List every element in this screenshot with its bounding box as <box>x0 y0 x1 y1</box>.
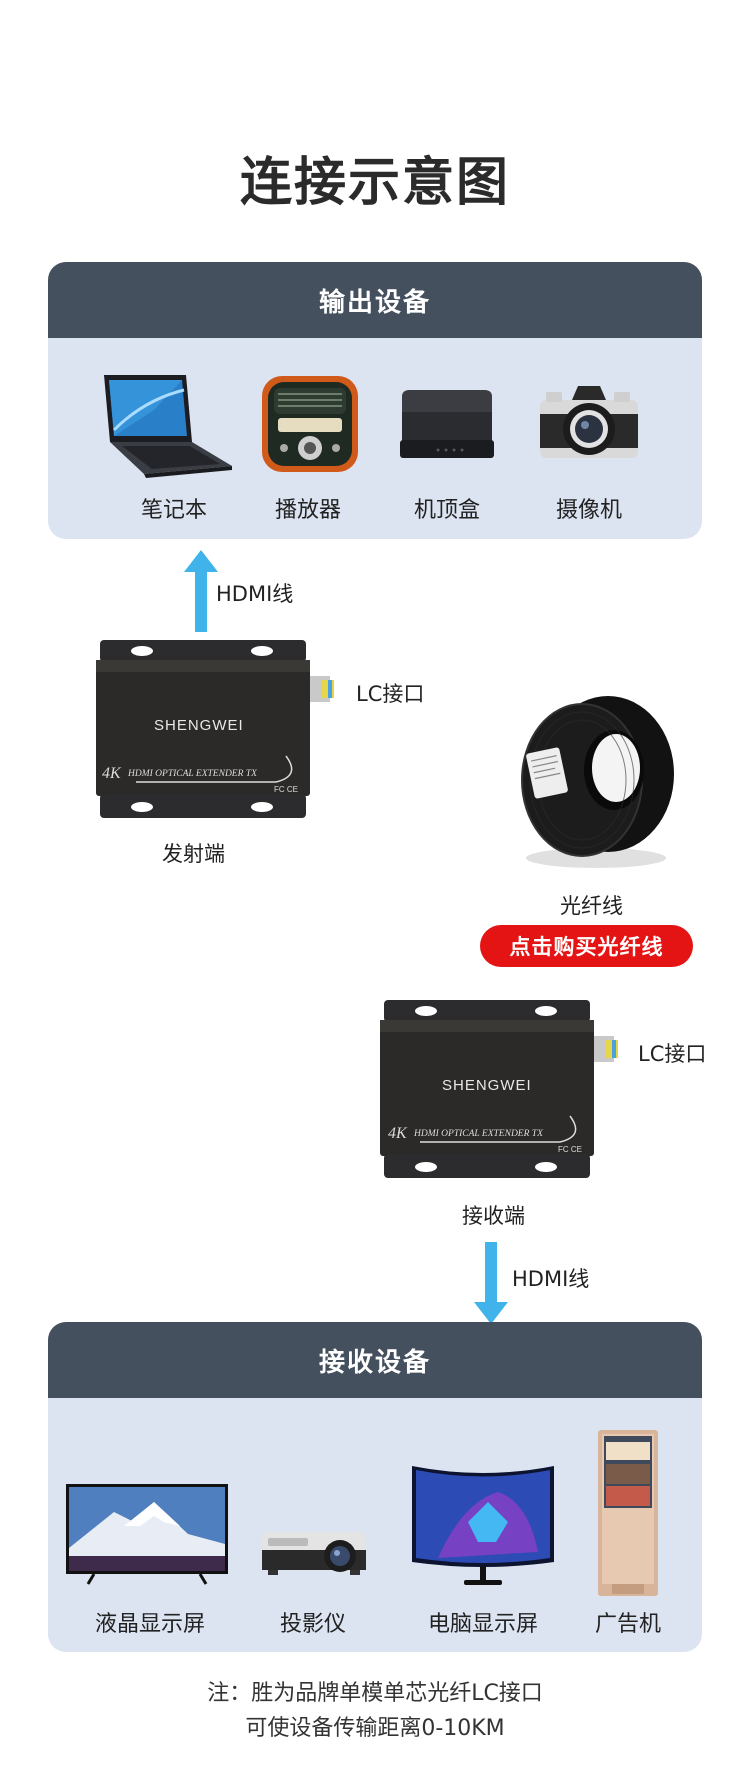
transmitter-label: 发射端 <box>162 842 225 866</box>
monitor-icon <box>412 1466 554 1585</box>
device-label-signage: 广告机 <box>594 1612 661 1637</box>
note-line-1: 注：胜为品牌单模单芯光纤LC接口 <box>207 1681 543 1706</box>
svg-text:4K: 4K <box>388 1125 408 1142</box>
set-top-box-icon <box>400 390 494 458</box>
svg-text:FC CE: FC CE <box>558 1145 582 1154</box>
rx-hdmi-label: HDMI线 <box>512 1267 590 1291</box>
up-arrow-icon <box>184 550 218 632</box>
device-label-set-top-box: 机顶盒 <box>413 498 480 523</box>
tx-hdmi-label: HDMI线 <box>216 582 294 606</box>
transmitter-device-icon: SHENGWEI 4K HDMI OPTICAL EXTENDER TX FC … <box>96 640 334 818</box>
device-label-projector: 投影仪 <box>279 1612 346 1637</box>
device-label-laptop: 笔记本 <box>140 498 207 523</box>
receiver-device-icon: SHENGWEI 4K HDMI OPTICAL EXTENDER TX FC … <box>380 1000 618 1178</box>
page-title: 连接示意图 <box>239 153 510 213</box>
device-label-camera: 摄像机 <box>555 498 622 523</box>
device-label-player: 播放器 <box>274 498 341 523</box>
laptop-icon <box>104 375 232 478</box>
player-icon <box>262 376 358 472</box>
fiber-label: 光纤线 <box>560 894 623 918</box>
svg-text:FC CE: FC CE <box>274 785 298 794</box>
tx-brand-text: SHENGWEI <box>154 717 244 734</box>
svg-text:HDMI OPTICAL EXTENDER TX: HDMI OPTICAL EXTENDER TX <box>413 1129 544 1139</box>
receiver-label: 接收端 <box>462 1204 525 1228</box>
signage-icon <box>598 1430 658 1596</box>
note-line-2: 可使设备传输距离0-10KM <box>245 1716 505 1741</box>
down-arrow-icon <box>474 1242 508 1324</box>
rx-lc-label: LC接口 <box>638 1042 707 1066</box>
output-panel-header: 输出设备 <box>48 262 702 338</box>
tx-lc-label: LC接口 <box>356 682 425 706</box>
receiving-devices-panel: 接收设备 液晶显示屏 投影仪 <box>48 1322 702 1652</box>
tv-icon <box>66 1484 228 1585</box>
projector-icon <box>262 1532 366 1575</box>
output-devices-panel: 输出设备 <box>48 262 702 539</box>
fiber-coil-icon <box>521 696 674 868</box>
device-label-monitor: 电脑显示屏 <box>427 1612 538 1637</box>
svg-text:HDMI OPTICAL EXTENDER TX: HDMI OPTICAL EXTENDER TX <box>127 769 258 779</box>
camera-icon <box>540 386 638 458</box>
input-panel-header: 接收设备 <box>48 1322 702 1398</box>
buy-fiber-button[interactable]: 点击购买光纤线 <box>480 925 693 967</box>
device-label-tv: 液晶显示屏 <box>94 1612 205 1637</box>
svg-text:4K: 4K <box>102 765 122 782</box>
svg-text:SHENGWEI: SHENGWEI <box>442 1077 532 1094</box>
